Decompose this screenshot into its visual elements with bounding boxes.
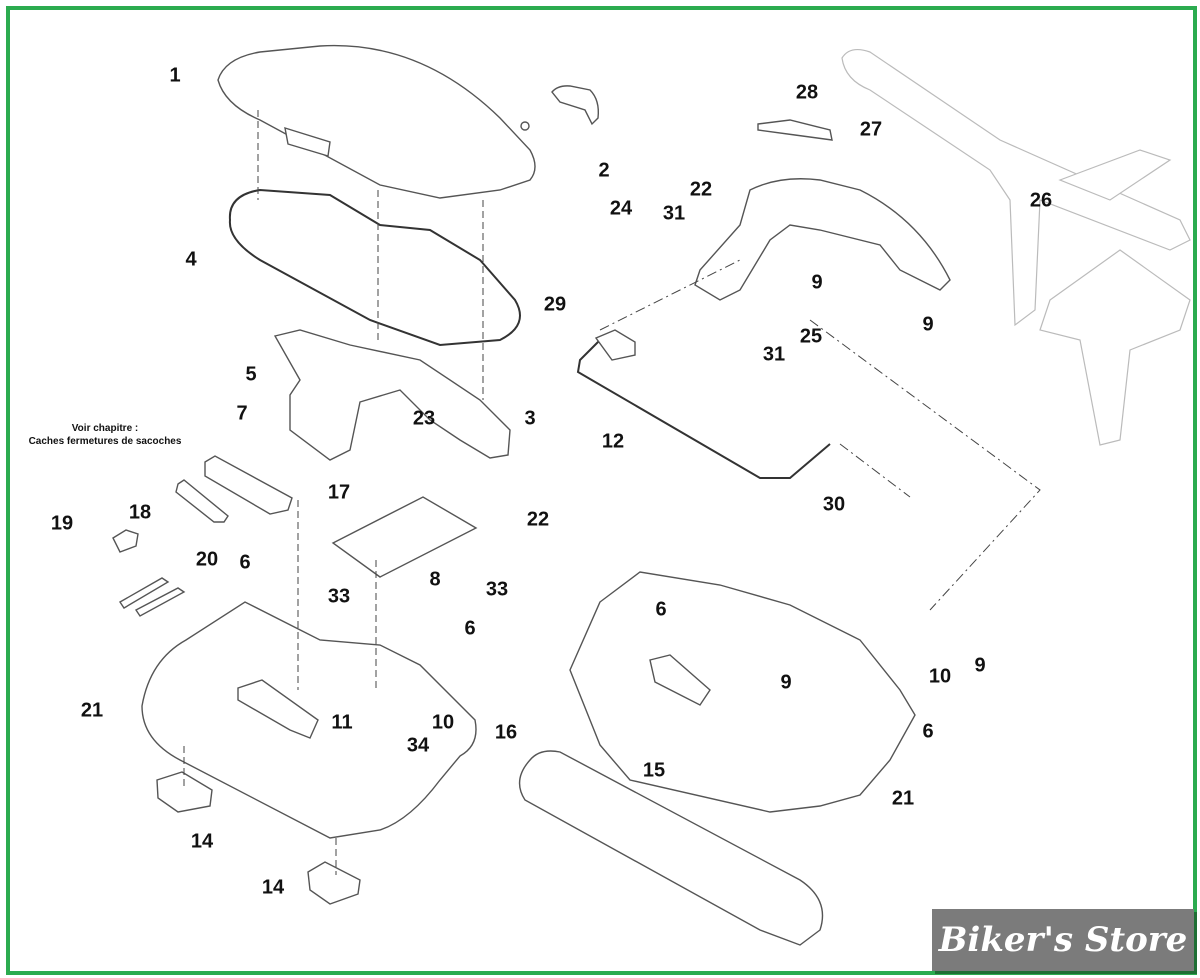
callout-29: 29 bbox=[543, 293, 567, 316]
callout-22a: 22 bbox=[689, 178, 713, 201]
support-bracket bbox=[694, 119, 951, 301]
callout-33b: 33 bbox=[485, 578, 509, 601]
callout-7: 7 bbox=[236, 402, 248, 425]
assembly-lines bbox=[183, 110, 1041, 875]
callout-1: 1 bbox=[169, 64, 181, 87]
callout-4: 4 bbox=[185, 248, 197, 271]
callout-8: 8 bbox=[429, 568, 441, 591]
reflector-strips bbox=[119, 577, 186, 617]
callout-21b: 21 bbox=[891, 787, 915, 810]
left-saddlebag bbox=[141, 601, 477, 839]
callout-31a: 31 bbox=[662, 202, 686, 225]
callout-9c: 9 bbox=[780, 671, 792, 694]
callout-25: 25 bbox=[799, 325, 823, 348]
callout-18: 18 bbox=[128, 501, 152, 524]
callout-9b: 9 bbox=[922, 313, 934, 336]
logo-text: Biker's Store bbox=[938, 920, 1188, 960]
lid-gasket bbox=[228, 188, 521, 347]
callout-11: 11 bbox=[331, 711, 353, 734]
note-line-1: Voir chapitre : bbox=[71, 423, 139, 434]
motorcycle-frame bbox=[841, 48, 1191, 446]
muffler bbox=[518, 750, 824, 946]
callout-34: 34 bbox=[406, 734, 430, 757]
callout-10b: 10 bbox=[928, 665, 952, 688]
callout-6c: 6 bbox=[655, 598, 667, 621]
support-rail bbox=[576, 329, 831, 479]
callout-9d: 9 bbox=[974, 654, 986, 677]
callout-28: 28 bbox=[795, 81, 819, 104]
callout-2: 2 bbox=[598, 159, 610, 182]
callout-12: 12 bbox=[601, 430, 625, 453]
callout-20: 20 bbox=[195, 548, 219, 571]
bikers-store-logo: Biker's Store bbox=[932, 909, 1194, 971]
callout-9a: 9 bbox=[811, 271, 823, 294]
callout-23: 23 bbox=[412, 407, 436, 430]
mounting-clips bbox=[156, 771, 361, 905]
callout-17: 17 bbox=[327, 481, 351, 504]
callout-14b: 14 bbox=[261, 876, 285, 899]
callout-6d: 6 bbox=[922, 720, 934, 743]
callout-19: 19 bbox=[50, 512, 74, 535]
callout-30: 30 bbox=[822, 493, 846, 516]
callout-15: 15 bbox=[642, 759, 666, 782]
latch-parts bbox=[112, 455, 293, 553]
callout-31b: 31 bbox=[762, 343, 786, 366]
callout-24: 24 bbox=[609, 197, 633, 220]
floor-panel bbox=[331, 496, 478, 578]
callout-16: 16 bbox=[494, 721, 518, 744]
green-border-frame bbox=[6, 6, 1197, 975]
chapter-reference-note: Voir chapitre : Caches fermetures de sac… bbox=[18, 422, 192, 448]
callout-26: 26 bbox=[1029, 189, 1053, 212]
callout-21a: 21 bbox=[80, 699, 104, 722]
inner-liner bbox=[273, 329, 511, 461]
callout-5: 5 bbox=[245, 363, 257, 386]
callout-14a: 14 bbox=[190, 830, 214, 853]
callout-10a: 10 bbox=[431, 711, 455, 734]
saddlebag-lid bbox=[217, 44, 536, 199]
hinge-part bbox=[520, 85, 600, 131]
callout-6a: 6 bbox=[239, 551, 251, 574]
callout-3: 3 bbox=[524, 407, 536, 430]
right-saddlebag bbox=[569, 571, 916, 813]
note-line-2: Caches fermetures de sacoches bbox=[28, 436, 182, 447]
callout-6b: 6 bbox=[464, 617, 476, 640]
callout-22b: 22 bbox=[526, 508, 550, 531]
callout-27: 27 bbox=[859, 118, 883, 141]
callout-33a: 33 bbox=[327, 585, 351, 608]
